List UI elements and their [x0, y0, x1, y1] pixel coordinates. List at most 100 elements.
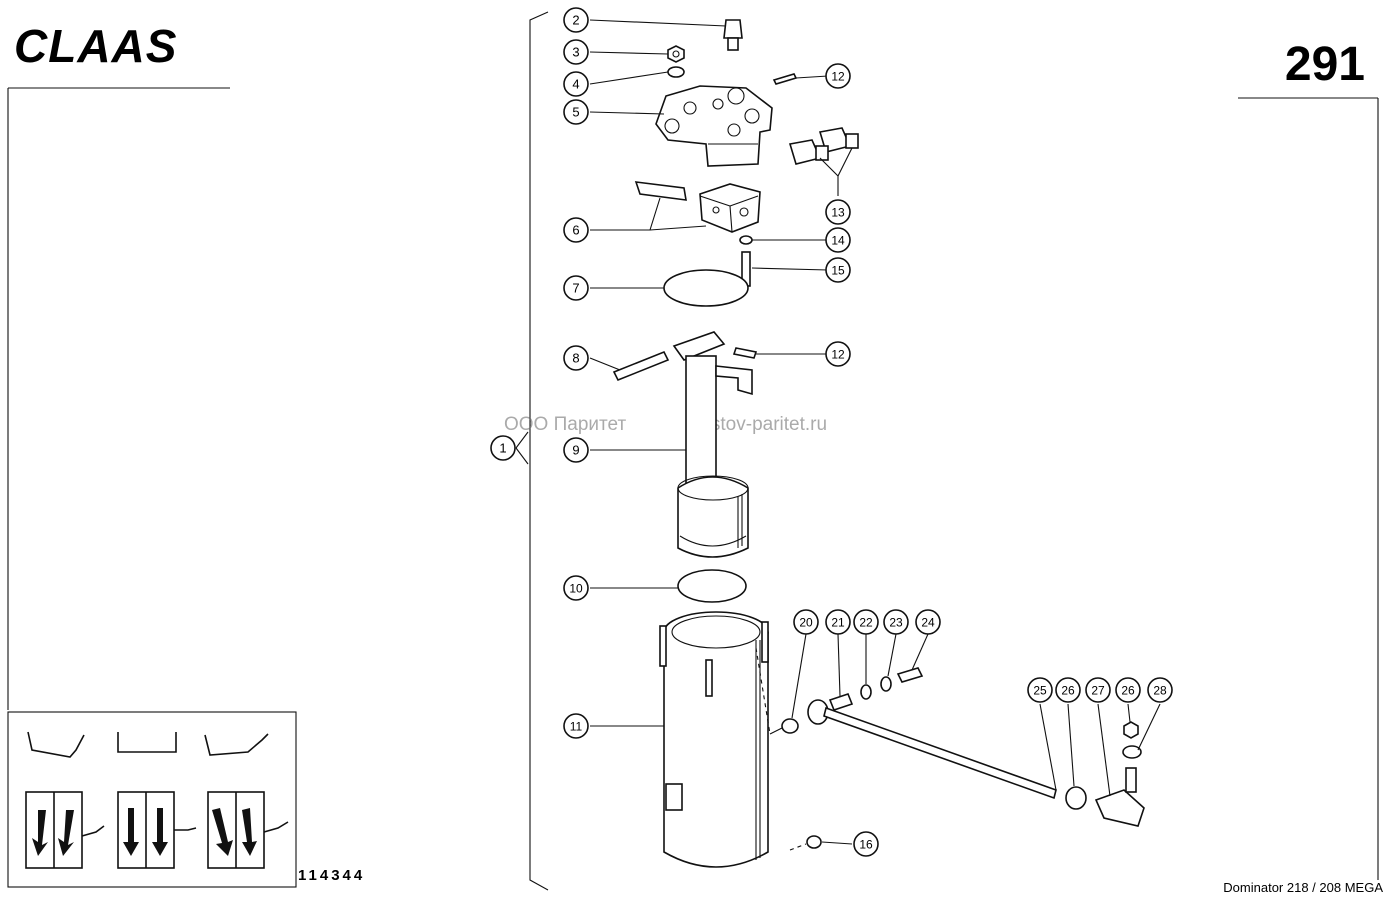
part-24-screw [896, 667, 924, 683]
callout-c12b: 12 [825, 341, 851, 367]
callout-circle [825, 257, 851, 283]
callout-c14: 14 [825, 227, 851, 253]
part-22-washer [860, 684, 872, 700]
callout-circle [853, 609, 879, 635]
callout-circle [563, 39, 589, 65]
callout-c24: 24 [915, 609, 941, 635]
watermark: ООО Паритет rostov-paritet.ru [504, 414, 827, 435]
part-11-filter-housing [659, 611, 769, 868]
brand-logo: CLAAS [14, 20, 177, 72]
arrow-icon [212, 808, 233, 856]
callout-label: 5 [572, 105, 579, 120]
orientation-panel [7, 711, 297, 888]
drawing-number: 114344 [298, 867, 365, 884]
part-12-pin-middle [732, 347, 758, 359]
callout-circle [563, 7, 589, 33]
callout-c21: 21 [825, 609, 851, 635]
part-3-nut [667, 45, 685, 63]
part-4-washer [667, 66, 685, 78]
callout-circle [563, 345, 589, 371]
callout-label: 8 [572, 351, 579, 366]
callout-c20: 20 [793, 609, 819, 635]
part-8-pin [612, 350, 670, 382]
callout-circle [563, 217, 589, 243]
callout-c8: 8 [563, 345, 589, 371]
callout-label: 23 [889, 616, 903, 630]
part-16-plug [806, 835, 822, 849]
callout-circle [825, 609, 851, 635]
callout-c15: 15 [825, 257, 851, 283]
callout-c13: 13 [825, 199, 851, 225]
part-13-unions [788, 127, 859, 165]
part-26-nut [1065, 786, 1087, 810]
callout-circle [1147, 677, 1173, 703]
callout-label: 10 [569, 582, 583, 596]
model-label: Dominator 218 / 208 MEGA [1223, 880, 1383, 895]
callout-circle [563, 437, 589, 463]
callout-circle [825, 63, 851, 89]
callout-circle [563, 713, 589, 739]
part-9-filter-element [672, 331, 753, 558]
header-profile-right [204, 733, 269, 756]
part-6-valve-block [634, 181, 761, 233]
callout-circle [825, 199, 851, 225]
page-number: 291 [1285, 38, 1365, 91]
callout-c10: 10 [563, 575, 589, 601]
callout-c23: 23 [883, 609, 909, 635]
callout-circle [563, 275, 589, 301]
part-7-o-ring [663, 269, 749, 307]
part-25-rod [823, 706, 1057, 800]
callout-label: 22 [859, 616, 873, 630]
part-12-pin-top [772, 73, 798, 85]
callout-c11: 11 [563, 713, 589, 739]
callout-label: 27 [1091, 684, 1105, 698]
part-2-grease-nipple [723, 19, 743, 51]
callout-label: 24 [921, 616, 935, 630]
callout-circle [490, 435, 516, 461]
arrow-icon [152, 808, 168, 856]
callout-label: 26 [1061, 684, 1075, 698]
arrow-icon [32, 810, 48, 856]
callout-c26a: 26 [1055, 677, 1081, 703]
callout-circle [825, 341, 851, 367]
callout-c16: 16 [853, 831, 879, 857]
watermark-left: ООО Паритет [504, 414, 626, 435]
callout-circle [853, 831, 879, 857]
callout-label: 16 [859, 838, 873, 852]
callout-circle [883, 609, 909, 635]
callout-label: 13 [831, 206, 845, 220]
part-21-spacer [828, 693, 854, 711]
callout-label: 25 [1033, 684, 1047, 698]
callout-label: 26 [1121, 684, 1135, 698]
callout-c26b: 26 [1115, 677, 1141, 703]
assembly-bracket [529, 11, 549, 891]
callout-label: 15 [831, 264, 845, 278]
callout-label: 12 [831, 348, 845, 362]
callout-circle [825, 227, 851, 253]
callout-c1: 1 [490, 435, 516, 461]
arrow-icon [123, 808, 139, 856]
part-26-nut-second [1123, 721, 1139, 739]
callout-c28: 28 [1147, 677, 1173, 703]
callout-c12a: 12 [825, 63, 851, 89]
callout-label: 7 [572, 281, 579, 296]
callout-c7: 7 [563, 275, 589, 301]
callout-c22: 22 [853, 609, 879, 635]
header-profile-center [117, 732, 177, 753]
callout-c5: 5 [563, 99, 589, 125]
callout-label: 6 [572, 223, 579, 238]
callout-c2: 2 [563, 7, 589, 33]
callout-circle [1085, 677, 1111, 703]
arrow-icon [242, 808, 257, 856]
part-14-washer [739, 235, 753, 245]
part-23-washer [880, 676, 892, 692]
callout-label: 28 [1153, 684, 1167, 698]
leader-lines [515, 19, 1161, 851]
callout-circle [563, 575, 589, 601]
callout-c25: 25 [1027, 677, 1053, 703]
part-10-seal [677, 569, 747, 603]
callout-circle [563, 99, 589, 125]
